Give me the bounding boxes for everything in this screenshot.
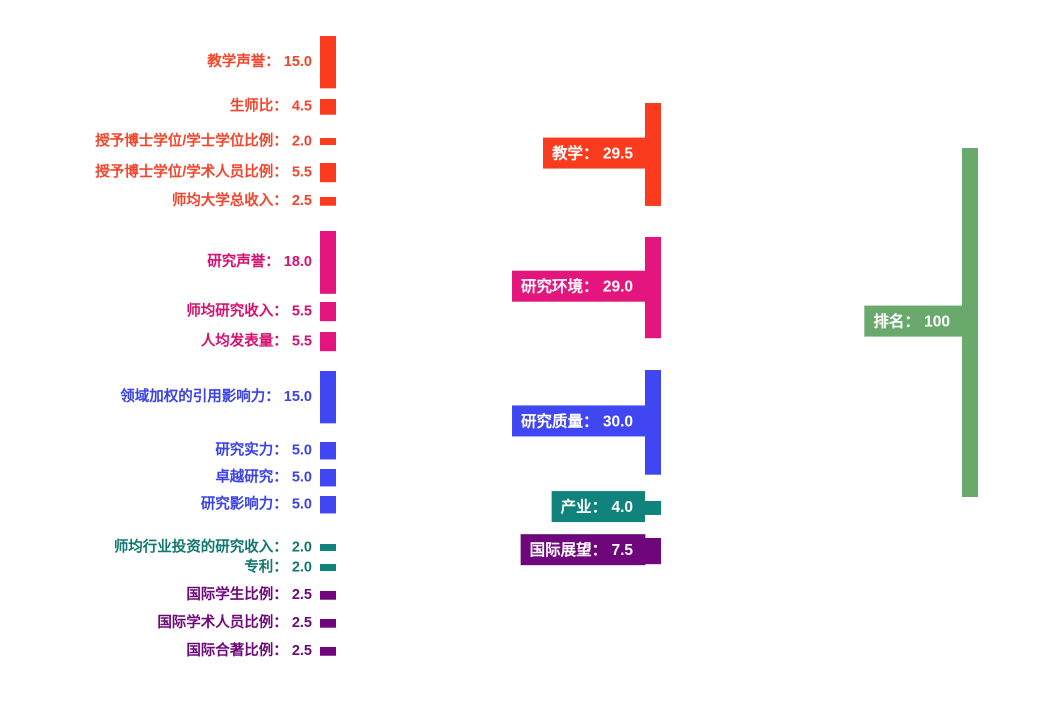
sankey-node[interactable]: [320, 619, 336, 628]
sankey-node-label: 研究质量： 30.0: [521, 411, 633, 430]
sankey-node-label-background: [512, 270, 645, 302]
sankey-link: [336, 36, 645, 155]
sankey-link: [661, 471, 962, 564]
sankey-node-label-background: [543, 137, 646, 169]
sankey-node[interactable]: [320, 332, 336, 352]
sankey-node[interactable]: [320, 591, 336, 600]
sankey-node-label-background: [520, 534, 646, 566]
sankey-node-label: 师均研究收入： 5.5: [186, 301, 312, 319]
sankey-link: [661, 352, 962, 475]
sankey-node[interactable]: [320, 163, 336, 183]
sankey-node-label-background: [864, 305, 962, 337]
sankey-link: [336, 555, 645, 655]
sankey-node-label: 国际合著比例： 2.5: [186, 641, 312, 659]
sankey-node-label: 领域加权的引用影响力： 15.0: [120, 387, 312, 405]
sankey-node[interactable]: [320, 302, 336, 322]
sankey-node[interactable]: [320, 197, 336, 206]
sankey-node-label: 研究影响力： 5.0: [201, 495, 312, 513]
sankey-link: [661, 103, 962, 251]
sankey-node[interactable]: [645, 370, 661, 475]
sankey-node-label: 人均发表量： 5.5: [201, 331, 312, 349]
sankey-node[interactable]: [645, 103, 661, 206]
sankey-link: [336, 197, 645, 206]
sankey-node[interactable]: [645, 237, 661, 339]
sankey-node-label: 国际学生比例： 2.5: [186, 585, 312, 603]
sankey-node-label: 教学： 29.5: [552, 144, 633, 163]
sankey-nodes-layer: [320, 36, 978, 656]
sankey-node-label: 授予博士学位/学术人员比例： 5.5: [95, 162, 312, 180]
sankey-node[interactable]: [320, 544, 336, 551]
sankey-node[interactable]: [320, 138, 336, 145]
sankey-link: [336, 319, 645, 351]
sankey-node-label: 专利： 2.0: [244, 557, 312, 575]
sankey-node-label: 研究环境： 29.0: [521, 277, 633, 296]
sankey-node-label: 教学声誉： 15.0: [206, 52, 312, 70]
sankey-node[interactable]: [320, 371, 336, 424]
sankey-link: [336, 300, 645, 321]
sankey-node[interactable]: [645, 538, 661, 565]
sankey-node-label: 产业： 4.0: [561, 497, 633, 516]
sankey-node[interactable]: [320, 99, 336, 115]
sankey-node-label: 师均行业投资的研究收入： 2.0: [114, 537, 312, 555]
sankey-link: [661, 457, 962, 515]
sankey-node-label: 授予博士学位/学士学位比例： 2.0: [95, 131, 312, 149]
sankey-node[interactable]: [320, 469, 336, 487]
sankey-node[interactable]: [320, 442, 336, 460]
sankey-node-label-background: [551, 491, 645, 523]
sankey-link: [336, 440, 645, 487]
sankey-node-label: 卓越研究： 5.0: [215, 468, 312, 486]
sankey-node-label: 生师比： 4.5: [230, 97, 312, 115]
sankey-node-label: 排名： 100: [873, 312, 950, 331]
sankey-node-label: 师均大学总收入： 2.5: [172, 191, 312, 209]
sankey-labels-layer: 教学声誉： 15.0 生师比： 4.5 授予博士学位/学士学位比例： 2.0 授予博士…: [95, 52, 962, 659]
sankey-node-label: 国际学术人员比例： 2.5: [157, 613, 312, 631]
sankey-node[interactable]: [962, 148, 978, 497]
sankey-node-label: 研究实力： 5.0: [215, 441, 312, 459]
sankey-node[interactable]: [320, 564, 336, 571]
sankey-node-label: 国际展望： 7.5: [530, 540, 634, 559]
sankey-node[interactable]: [320, 36, 336, 89]
sankey-node-label: 研究声誉： 18.0: [207, 252, 312, 270]
sankey-node-label-background: [512, 405, 645, 437]
sankey-node[interactable]: [320, 496, 336, 514]
sankey-node[interactable]: [645, 501, 661, 515]
sankey-node[interactable]: [320, 647, 336, 656]
sankey-node[interactable]: [320, 231, 336, 294]
